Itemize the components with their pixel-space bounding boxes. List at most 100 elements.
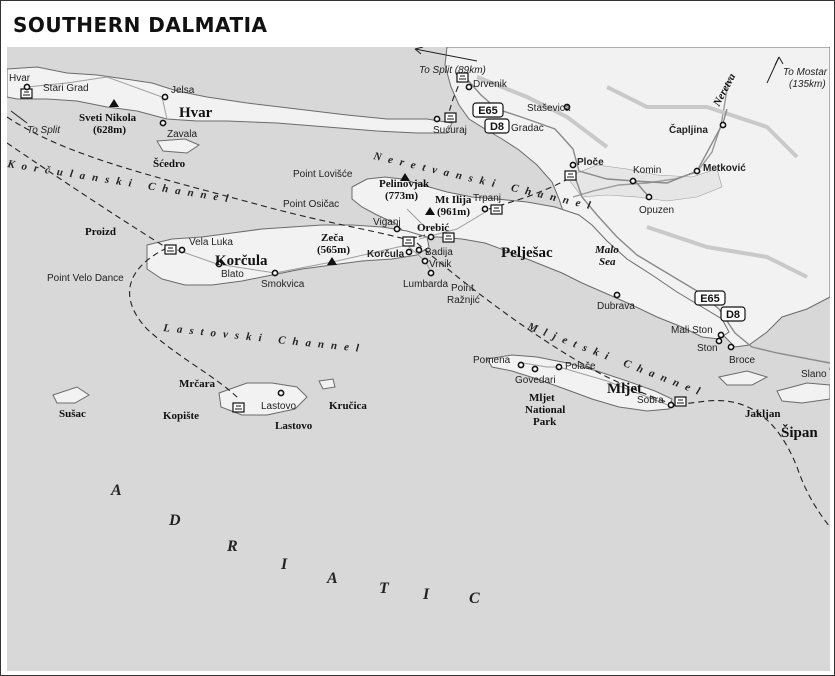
label-proizd: Proizd (85, 226, 116, 238)
label-jakljan: Jakljan (745, 408, 780, 420)
label-mljet-park-1: Mljet (529, 392, 555, 404)
label-to-mostar-2: (135km) (789, 79, 826, 90)
label-mt-ilija-2: (961m) (437, 206, 470, 218)
ferry-icon-ploce (564, 170, 577, 181)
label-adriatic-1: A (110, 482, 122, 499)
town-dot-ploce (569, 161, 577, 169)
town-dot-dubrava (613, 291, 621, 299)
susac-island (52, 386, 90, 404)
badge-e65-north-text: E65 (478, 105, 498, 117)
label-orebic: Orebić (417, 222, 449, 234)
label-to-split-west: To Split (27, 125, 61, 136)
label-vela-luka: Vela Luka (189, 237, 233, 248)
ferry-route-drvenik-sucuraj (446, 76, 463, 120)
town-dot-orebic (427, 233, 435, 241)
ferry-icon-trpanj (490, 204, 503, 215)
label-sucuraj: Sućuraj (433, 125, 467, 136)
label-vrnik: Vrnik (429, 259, 452, 270)
label-smokvica: Smokvica (261, 279, 305, 290)
ferry-icon-sucuraj (444, 112, 457, 123)
hvar-island (7, 66, 453, 134)
ferry-route-split-korcula (7, 116, 406, 240)
badge-d8-north-text: D8 (490, 121, 504, 133)
town-dot-hvar (23, 83, 31, 91)
label-gradac: Gradac (511, 123, 544, 134)
label-blato: Blato (221, 269, 244, 280)
label-mljet-park-3: Park (533, 416, 557, 428)
town-dot-ston (715, 337, 723, 345)
label-point-raznjic-1: Point (451, 283, 474, 294)
label-adriatic-8: C (469, 590, 480, 607)
town-dot-polace (555, 363, 563, 371)
badge-e65-south: E65 (694, 290, 726, 306)
label-lastovo-island: Lastovo (275, 420, 313, 432)
label-pelinovjak-1: Pelinovjak (379, 178, 430, 190)
town-dot-sucuraj (433, 115, 441, 123)
badge-e65-south-text: E65 (700, 293, 720, 305)
ferry-route-lastovo (129, 247, 240, 400)
label-jelsa: Jelsa (171, 85, 195, 96)
peak-icon-zeca (327, 257, 337, 265)
town-dot-lastovo (277, 389, 285, 397)
label-opuzen: Opuzen (639, 205, 674, 216)
label-dubrava: Dubrava (597, 301, 635, 312)
label-hvar-town: Hvar (9, 73, 31, 84)
label-viganj: Viganj (373, 217, 401, 228)
label-malo-sea-1: Malo (594, 244, 619, 256)
town-dot-mali-ston (717, 331, 725, 339)
town-dot-trpanj (481, 205, 489, 213)
label-polace: Polače (565, 361, 596, 372)
badge-d8-north: D8 (484, 118, 510, 134)
label-point-raznjic-2: Ražnjić (447, 295, 480, 306)
town-dot-zavala (159, 119, 167, 127)
label-drvenik: Drvenik (473, 79, 508, 90)
town-dot-stasevica (563, 103, 571, 111)
label-susac: Sušac (59, 408, 86, 420)
label-adriatic-6: T (379, 580, 390, 597)
peak-icon-sveti-nikola (109, 99, 119, 107)
ferry-icon-drvenik (456, 72, 469, 83)
arrow-to-split-west (10, 110, 28, 124)
badge-d8-south: D8 (720, 306, 746, 322)
town-dot-pomena (517, 361, 525, 369)
label-mali-ston: Mali Ston (671, 325, 713, 336)
label-ston: Ston (697, 343, 718, 354)
label-pelinovjak-2: (773m) (385, 190, 418, 202)
ferry-icon-sobra (674, 396, 687, 407)
label-point-velo-dance: Point Velo Dance (47, 273, 124, 284)
town-dot-opuzen (645, 193, 653, 201)
peak-icon-pelinovjak (400, 173, 410, 181)
label-capljina: Čapljina (669, 123, 708, 136)
label-zeca-1: Zeča (321, 232, 344, 244)
town-dot-blato (215, 260, 223, 268)
label-trpanj: Trpanj (473, 193, 501, 204)
ferry-icon-lastovo (232, 402, 245, 413)
town-dot-capljina (719, 121, 727, 129)
label-sveti-nikola-1: Sveti Nikola (79, 112, 137, 124)
label-ploce: Ploče (577, 157, 604, 168)
label-metkovic: Metković (703, 163, 746, 174)
label-mt-ilija-1: Mt Ilija (435, 194, 472, 206)
label-korcula-island: Korčula (215, 253, 268, 269)
town-dot-lumbarda (427, 269, 435, 277)
label-sveti-nikola-2: (628m) (93, 124, 126, 136)
badge-d8-south-text: D8 (726, 309, 740, 321)
label-to-mostar-1: To Mostar (783, 67, 828, 78)
town-dot-broce (727, 343, 735, 351)
ferry-icon-orebic (442, 232, 455, 243)
town-dot-govedari (531, 365, 539, 373)
town-dot-sobra (667, 401, 675, 409)
label-scedro: Šćedro (153, 157, 186, 170)
label-lumbarda: Lumbarda (403, 279, 448, 290)
town-dot-metkovic (693, 167, 701, 175)
label-to-split-north: To Split (89km) (419, 65, 486, 76)
town-dot-smokvica (271, 269, 279, 277)
label-broce: Broce (729, 355, 756, 366)
label-pomena: Pomena (473, 355, 511, 366)
label-komin: Komin (633, 165, 661, 176)
label-kopiste: Kopište (163, 410, 199, 422)
label-stari-grad: Stari Grad (43, 83, 89, 94)
label-point-osicac: Point Osičac (283, 199, 339, 210)
town-dot-vrnik (421, 257, 429, 265)
